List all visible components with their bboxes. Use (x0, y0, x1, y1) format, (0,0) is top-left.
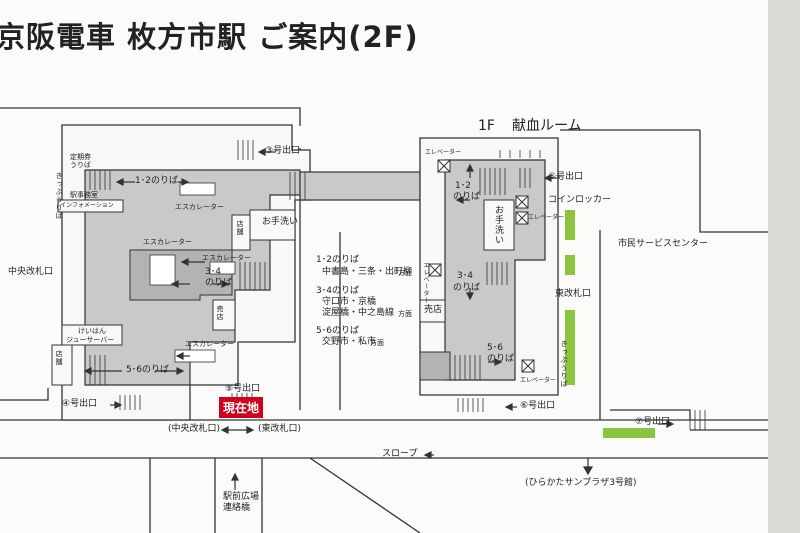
dir-34-dest: 守口市・京橋 (322, 297, 377, 307)
label-platform-56: 5･6のりば (126, 365, 169, 375)
stairs-exit-7 (689, 410, 706, 430)
label-ticket-office: 駅事務室 (70, 191, 98, 199)
board-edge (768, 0, 800, 533)
label-city-service: 市民サービスセンター (618, 239, 709, 249)
label-platform-34-b: のりば (205, 278, 233, 288)
dir-34-platform: 3･4のりば (316, 286, 359, 296)
exit-3-label: ③号出口 (265, 146, 301, 156)
label-toilet-west: お手洗い (262, 217, 299, 227)
escalator-west-34 (209, 261, 236, 275)
label-escalator-4: エスカレーター (185, 340, 234, 348)
dir-34-suffix: 方面 (398, 310, 412, 318)
escalator-west-top (179, 182, 216, 196)
green-marker-2 (565, 255, 575, 275)
green-marker-3 (565, 310, 575, 385)
label-kiosk-west: 売店 (216, 305, 224, 321)
label-east-34b: のりば (453, 283, 481, 293)
page-title: 京阪電車 枚方市駅 ご案内(2F) (0, 20, 419, 54)
label-kippu-uriba-east: きっぷうりば (560, 340, 568, 388)
label-store-left: 店舗 (55, 350, 63, 366)
store-left-box (51, 344, 73, 386)
stairs-34 (239, 262, 266, 290)
exit-7-label: ⑦号出口 (635, 417, 671, 427)
stairs-east-bottom (454, 355, 481, 380)
store-west-box (231, 214, 251, 251)
dir-56-platform: 5･6のりば (316, 326, 359, 336)
label-juice-bar-2: ジューサーバー (66, 336, 115, 344)
label-escalator-3: エスカレーター (202, 254, 251, 262)
dir-12-platform: 1･2のりば (316, 255, 359, 265)
exit-4-label: ④号出口 (62, 399, 98, 409)
label-sunplaza: (ひらかたサンプラザ3号館) (525, 478, 637, 488)
label-kippu-uriba-west: きっぷうりば (55, 172, 63, 220)
label-east-12b: のりば (453, 192, 481, 202)
label-ticket-machine-2: うりば (70, 161, 91, 169)
stairs-exit-4 (119, 395, 141, 410)
label-platform-34-a: 3･4 (205, 267, 221, 277)
label-east-gate: 東改札口 (555, 289, 592, 299)
label-elevator-4: エレベーター (422, 262, 429, 304)
green-marker-1 (565, 210, 575, 240)
label-1f: 1F (478, 118, 495, 134)
label-elevator-3: エレベーター (520, 377, 557, 384)
information-box (57, 199, 124, 213)
stairs-exit-3 (237, 140, 254, 160)
stairs-exit-5 (519, 168, 531, 188)
stairs-east-top (479, 168, 506, 195)
label-platform-12: 1･2のりば (135, 176, 178, 186)
label-east-56a: 5･6 (487, 343, 503, 353)
toilet-east (483, 199, 515, 251)
label-slope: スロープ (382, 449, 418, 459)
dir-12-suffix: 方面 (398, 269, 412, 277)
exit-6-label: ⑥号出口 (520, 401, 556, 411)
stairs-exit-6 (457, 398, 484, 412)
stairs-east-1f (499, 150, 541, 158)
dir-56-suffix: 方面 (370, 339, 384, 347)
label-central-gate-bottom: (中央改札口) (168, 424, 221, 434)
label-central-gate: 中央改札口 (8, 267, 54, 277)
kiosk-west-box (212, 299, 236, 331)
label-elevator-2: エレベーター (528, 214, 565, 221)
escalator-west-bottom (174, 349, 216, 363)
dir-56-dest: 交野市・私市 (322, 337, 377, 347)
label-toilet-east: お手洗い (493, 205, 503, 245)
stairs-west-top (84, 170, 111, 190)
label-information: インフォメーション (60, 202, 114, 209)
kiosk-east-box (419, 299, 446, 323)
label-store-west: 店舗 (236, 220, 244, 236)
exit-5-label: ⑤号出口 (548, 172, 584, 182)
label-escalator-1: エスカレーター (175, 203, 224, 211)
stairs-bridge (289, 172, 306, 200)
label-east-gate-bottom: (東改札口) (258, 424, 302, 434)
green-marker-4 (603, 428, 655, 438)
label-plaza-1: 駅前広場 (223, 492, 260, 502)
label-east-56b: のりば (487, 354, 515, 364)
label-plaza-2: 連絡橋 (223, 503, 251, 513)
present-location-marker: 現在地 (219, 397, 264, 418)
juice-bar-box (61, 324, 123, 346)
stairs-east-mid (486, 262, 508, 285)
exit-9-label: ⑨号出口 (225, 384, 261, 394)
label-east-34a: 3･4 (457, 271, 473, 281)
label-juice-bar-1: けいはん (78, 327, 106, 335)
label-kiosk-east: 売店 (424, 305, 443, 315)
label-coin-locker: コインロッカー (548, 195, 612, 205)
escalator-west-mid (149, 254, 176, 286)
label-elevator-1: エレベーター (425, 149, 462, 156)
label-ticket-machine-1: 定期券 (70, 153, 91, 161)
label-east-12a: 1･2 (455, 181, 471, 191)
dir-34-dest2: 淀屋橋・中之島線 (322, 308, 395, 318)
label-escalator-2: エスカレーター (143, 238, 192, 246)
dir-12-dest: 中書島・三条・出町柳 (322, 267, 413, 277)
label-blood-donation: 献血ルーム (512, 118, 582, 134)
